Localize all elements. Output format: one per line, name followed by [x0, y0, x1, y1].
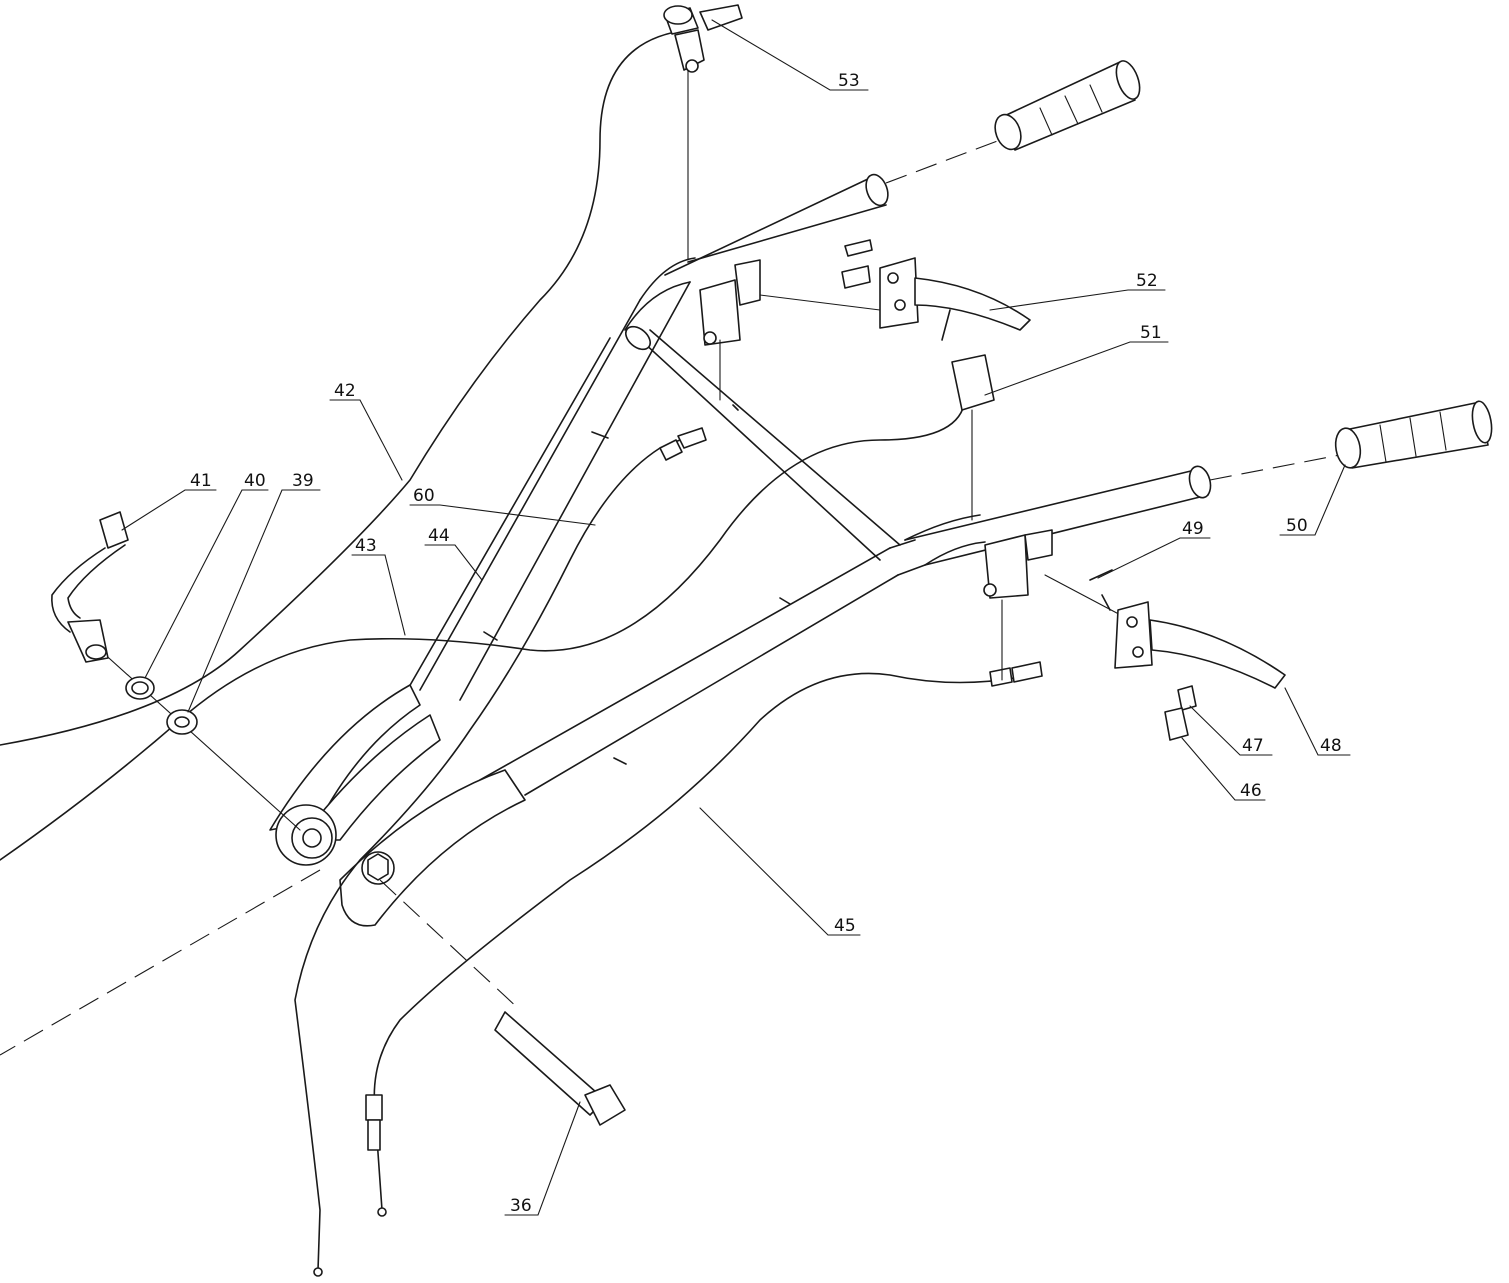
pin-47 [1177, 685, 1197, 711]
assembly-lines [0, 69, 1341, 1056]
callout-45: 45 [834, 916, 856, 936]
cable-45 [373, 672, 1031, 1211]
callout-52: 52 [1136, 271, 1158, 291]
callout-labels: 53 52 51 50 49 48 47 46 45 44 43 42 41 4… [190, 71, 1342, 1216]
cable-60 [294, 431, 701, 1271]
bolt-36 [494, 1011, 626, 1126]
callout-44: 44 [428, 526, 450, 546]
grip-lower [1334, 400, 1493, 469]
callout-60: 60 [413, 486, 435, 506]
cables [0, 29, 1043, 1277]
lever-48 [1089, 569, 1286, 689]
callout-47: 47 [1242, 736, 1264, 756]
callout-50: 50 [1286, 516, 1308, 536]
callout-36: 36 [510, 1196, 532, 1216]
callout-49: 49 [1182, 519, 1204, 539]
washer-40 [125, 676, 155, 700]
callout-51: 51 [1140, 323, 1162, 343]
callout-46: 46 [1240, 781, 1262, 801]
shift-rod-41 [51, 511, 129, 663]
callout-48: 48 [1320, 736, 1342, 756]
lever-52 [841, 239, 1031, 341]
callout-leaders [121, 19, 1351, 1216]
washer-39 [166, 709, 198, 735]
callout-39: 39 [292, 471, 314, 491]
callout-41: 41 [190, 471, 212, 491]
switch-51 [951, 354, 995, 411]
pin-46 [1164, 707, 1189, 741]
callout-53: 53 [838, 71, 860, 91]
cable-42 [0, 29, 689, 746]
grip-upper [994, 60, 1141, 151]
handlebar-frame [269, 173, 1212, 927]
throttle-lever-53 [663, 4, 743, 73]
callout-43: 43 [355, 536, 377, 556]
component-parts [51, 4, 1493, 1126]
callout-40: 40 [244, 471, 266, 491]
callout-42: 42 [334, 381, 356, 401]
